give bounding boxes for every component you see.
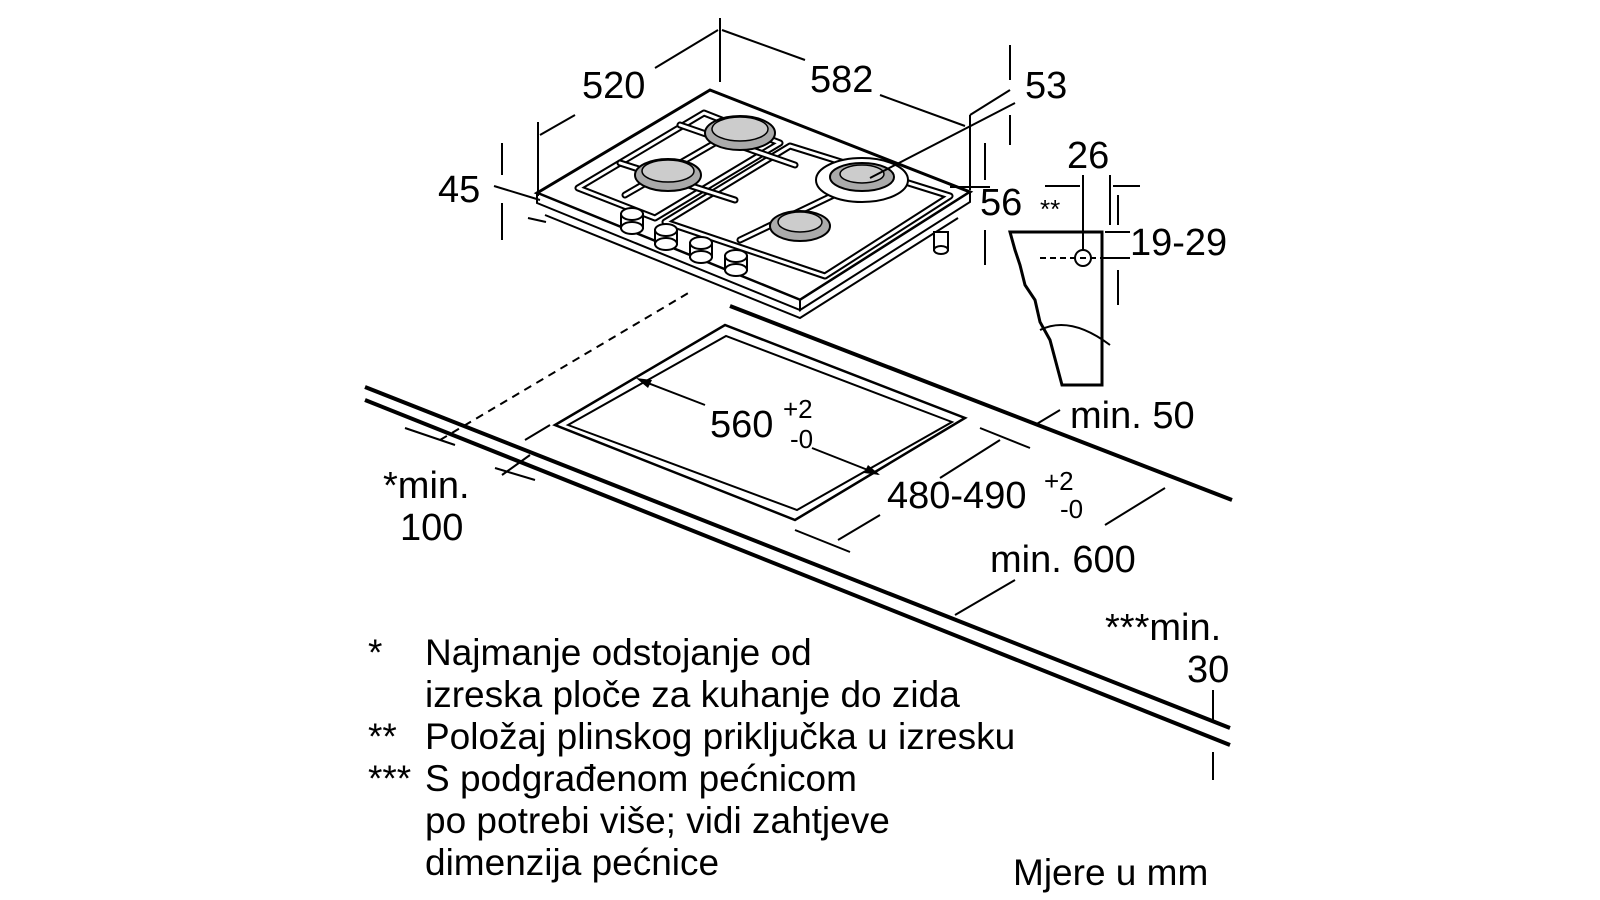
hob-dimension-lines	[493, 18, 1016, 265]
side-profile-detail	[1008, 175, 1140, 387]
dim-cutout-width-tol-minus: -0	[790, 424, 813, 454]
hob-base-outline	[544, 214, 959, 320]
dim-56: 56	[980, 182, 1022, 224]
dim-wall-min-value: 100	[400, 507, 463, 549]
dim-45: 45	[438, 169, 480, 211]
hob-drawing	[533, 88, 974, 320]
knob-3-icon	[689, 236, 713, 264]
knob-4-icon	[724, 249, 748, 277]
profile-outline	[1008, 230, 1104, 387]
gas-connector-icon	[933, 231, 949, 255]
note-1-line-1: Najmanje odstojanje od	[425, 632, 812, 673]
note-1-marker: *	[368, 632, 382, 673]
control-knobs	[620, 207, 748, 277]
worktop-drawing	[364, 291, 1233, 780]
worktop-wall-edge	[729, 304, 1233, 502]
knob-1-icon	[620, 207, 644, 235]
dim-oven-min-label: ***min.	[1105, 607, 1221, 649]
cutout-inner	[565, 334, 955, 512]
hob-side-edge	[799, 190, 971, 312]
dim-min-600: min. 600	[990, 539, 1136, 581]
dim-cutout-width: 560	[710, 404, 773, 446]
note-2-line-1: Položaj plinskog priključka u izresku	[425, 716, 1015, 757]
dim-cutout-depth: 480-490	[887, 475, 1026, 517]
note-3-marker: ***	[368, 758, 411, 799]
dim-520: 520	[582, 65, 645, 107]
dim-cutout-depth-tol-plus: +2	[1044, 466, 1074, 496]
note-3-line-3: dimenzija pećnice	[425, 842, 719, 883]
note-2-marker: **	[368, 716, 397, 757]
note-3-line-1: S podgrađenom pećnicom	[425, 758, 857, 799]
units-label: Mjere u mm	[1013, 852, 1208, 893]
dim-26: 26	[1067, 135, 1109, 177]
dim-cutout-width-tol-plus: +2	[783, 394, 813, 424]
dim-oven-min-value: 30	[1187, 649, 1229, 691]
worktop-front-edge-top	[364, 385, 1231, 730]
dim-gas-marker: **	[1040, 194, 1060, 224]
dim-cutout-depth-tol-minus: -0	[1060, 494, 1083, 524]
dim-min-50: min. 50	[1070, 395, 1195, 437]
burners	[634, 115, 909, 242]
note-3-line-2: po potrebi više; vidi zahtjeve	[425, 800, 890, 841]
notes-block: * Najmanje odstojanje od izreska ploče z…	[368, 632, 1015, 883]
dim-582: 582	[810, 59, 873, 101]
note-1-line-2: izreska ploče za kuhanje do zida	[425, 674, 960, 715]
knob-2-icon	[654, 223, 678, 251]
worktop-front-edge-bottom	[364, 398, 1231, 747]
dim-53: 53	[1025, 65, 1067, 107]
projection-line	[439, 291, 691, 441]
dim-wall-min-label: *min.	[383, 465, 470, 507]
dim-19-29: 19-29	[1130, 222, 1227, 264]
